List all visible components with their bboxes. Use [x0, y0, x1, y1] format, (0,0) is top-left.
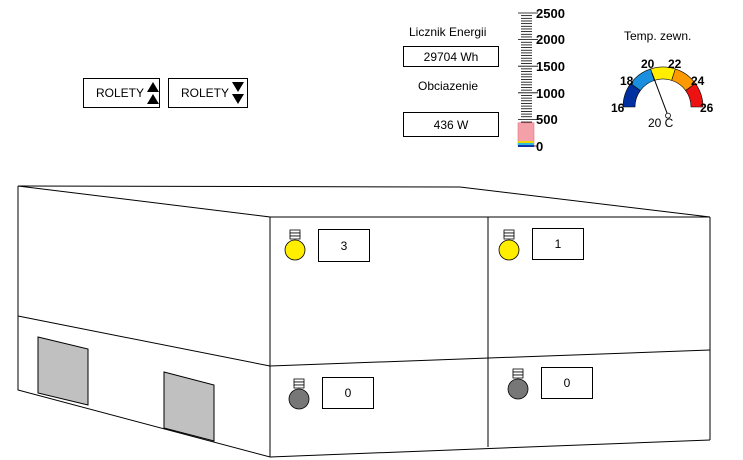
room-3-bulb-icon: [288, 378, 310, 410]
load-scale: [517, 12, 538, 147]
scale-label-2000: 2000: [536, 32, 565, 47]
building-floor-line-right: [269, 349, 711, 367]
scale-label-500: 500: [536, 112, 558, 127]
garage-door-right: [163, 371, 215, 442]
load-value: 436 W: [403, 112, 499, 137]
room-4-counter: 0: [541, 367, 593, 399]
room-1-counter: 3: [318, 229, 370, 262]
room-3-counter: 0: [322, 377, 374, 409]
temperature-gauge: [622, 66, 704, 119]
room-2-bulb-icon: [498, 229, 520, 261]
load-title: Obciazenie: [418, 79, 479, 93]
gauge-needle-tip: [665, 112, 671, 119]
gauge-tick-20: 20: [641, 57, 655, 71]
gauge-tick-24: 24: [691, 74, 705, 88]
blinds-down-label: ROLETY: [181, 86, 230, 100]
blinds-up-button[interactable]: ROLETY: [83, 78, 160, 108]
room-2-counter: 1: [532, 228, 584, 260]
load-base-yellow: [518, 141, 534, 143]
temperature-value: 20 C: [648, 116, 674, 130]
garage-door-left: [37, 336, 89, 406]
gauge-needle: [651, 72, 669, 116]
arrow-up-icon: [147, 82, 159, 104]
energy-meter-value: 29704 Wh: [403, 46, 499, 67]
temperature-title: Temp. zewn.: [624, 29, 692, 43]
load-base-blue: [518, 145, 534, 147]
load-base-cyan: [518, 143, 534, 145]
room-4-bulb-icon: [507, 368, 529, 400]
gauge-tick-16: 16: [611, 101, 625, 115]
building-front-outline: [17, 185, 271, 458]
arrow-down-icon: [232, 82, 245, 104]
building-roof-outline: [17, 185, 711, 218]
gauge-tick-22: 22: [668, 57, 682, 71]
room-1-bulb-icon: [284, 229, 306, 261]
gauge-arcs: [622, 66, 704, 108]
energy-meter-title: Licznik Energii: [409, 25, 487, 39]
building-floor-line-left: [17, 315, 271, 367]
gauge-arc-segment: [685, 83, 704, 108]
gauge-tick-18: 18: [620, 74, 634, 88]
scale-label-1000: 1000: [536, 86, 565, 101]
scale-label-0: 0: [536, 139, 544, 154]
scale-label-1500: 1500: [536, 59, 565, 74]
scale-label-2500: 2500: [536, 6, 565, 21]
gauge-tick-26: 26: [700, 101, 714, 115]
blinds-up-label: ROLETY: [96, 86, 145, 100]
building-bottom-right: [269, 439, 711, 458]
blinds-down-button[interactable]: ROLETY: [168, 78, 248, 108]
